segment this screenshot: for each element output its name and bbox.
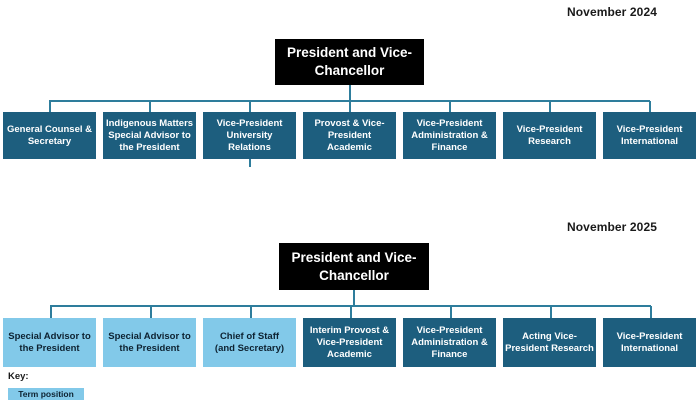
connector-stub [449,101,451,112]
date-label-2024: November 2024 [566,5,657,19]
box-indigenous-matters-special-advisor: Indigenous Matters Special Advisor to th… [103,112,196,159]
box-vp-international-2025: Vice-President International [603,318,696,367]
box-general-counsel-secretary: General Counsel & Secretary [3,112,96,159]
connector-stub [150,306,152,318]
box-vp-international-2024: Vice-President International [603,112,696,159]
date-label-2025: November 2025 [566,220,657,234]
box-acting-vp-research: Acting Vice- President Research [503,318,596,367]
box-president-vice-chancellor-2024: President and Vice- Chancellor [275,39,424,85]
connector-stub [349,101,351,112]
connector-root-drop-2024 [349,85,351,101]
connector-horizontal-2025 [50,305,651,307]
org-row-2024: General Counsel & Secretary Indigenous M… [3,112,696,159]
box-vp-university-relations: Vice-President University Relations [203,112,296,159]
key-term-position-swatch: Term position [8,388,84,400]
connector-stub [549,101,551,112]
box-special-advisor-president-1: Special Advisor to the President [3,318,96,367]
box-vp-administration-finance-2025: Vice-President Administration & Finance [403,318,496,367]
connector-stub [450,306,452,318]
connector-stub [350,306,352,318]
box-chief-of-staff-secretary: Chief of Staff (and Secretary) [203,318,296,367]
box-vp-administration-finance-2024: Vice-President Administration & Finance [403,112,496,159]
connector-stub [650,306,652,318]
box-special-advisor-president-2: Special Advisor to the President [103,318,196,367]
box-president-vice-chancellor-2025: President and Vice- Chancellor [279,243,429,290]
connector-stub [550,306,552,318]
connector-root-drop-2025 [353,290,355,306]
key-title: Key: [8,371,29,382]
box-provost-vp-academic: Provost & Vice- President Academic [303,112,396,159]
connector-stub [50,306,52,318]
org-row-2025: Special Advisor to the President Special… [3,318,696,367]
box-interim-provost-vp-academic: Interim Provost & Vice-President Academi… [303,318,396,367]
connector-stub [49,101,51,112]
box-vp-research: Vice-President Research [503,112,596,159]
connector-stub [250,306,252,318]
connector-dangling-stub-university-relations [249,159,251,167]
connector-horizontal-2024 [49,100,650,102]
connector-stub [249,101,251,112]
connector-stub [649,101,651,112]
connector-stub [149,101,151,112]
